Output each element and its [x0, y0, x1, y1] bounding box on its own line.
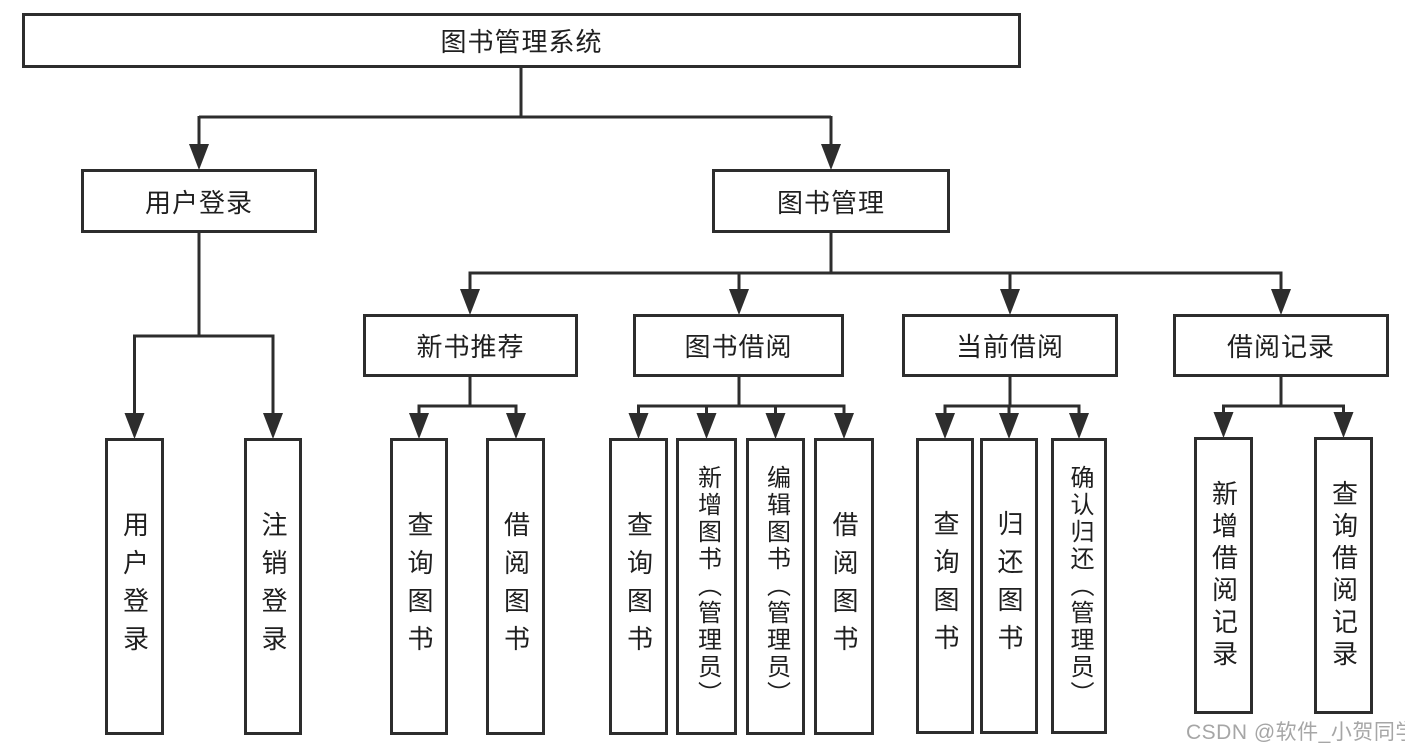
- leaf-label-confirm-return-admin: 确认归还（管理员）: [1066, 464, 1093, 708]
- leaf-label-add-books-admin: 新增图书（管理员）: [693, 465, 721, 708]
- leaf-label-edit-books-admin: 编辑图书（管理员）: [762, 465, 790, 708]
- leaf-add-borrow-record: 新增借阅记录: [1194, 437, 1253, 714]
- leaf-query-books-current: 查询图书: [916, 438, 974, 734]
- leaf-label-query-books-current: 查询图书: [930, 510, 960, 662]
- node-book-management: 图书管理: [712, 169, 950, 233]
- leaf-label-logout: 注销登录: [258, 510, 288, 663]
- node-label-book-management: 图书管理: [776, 187, 885, 218]
- leaf-borrow-books-recommend: 借阅图书: [486, 438, 545, 735]
- leaf-label-borrow-books-borrowing: 借阅图书: [829, 510, 859, 663]
- leaf-query-books-borrowing: 查询图书: [609, 438, 668, 735]
- node-label-borrowing-records: 借阅记录: [1226, 332, 1335, 362]
- node-label-book-borrowing: 图书借阅: [684, 332, 793, 362]
- node-borrowing-records: 借阅记录: [1173, 314, 1389, 377]
- leaf-edit-books-admin: 编辑图书（管理员）: [746, 438, 805, 735]
- leaf-confirm-return-admin: 确认归还（管理员）: [1051, 438, 1107, 734]
- node-library-management-system: 图书管理系统: [22, 13, 1021, 68]
- leaf-label-query-borrow-record: 查询借阅记录: [1328, 479, 1359, 672]
- leaf-label-return-books: 归还图书: [994, 510, 1024, 662]
- node-new-book-recommendation: 新书推荐: [363, 314, 578, 377]
- node-user-login: 用户登录: [81, 169, 317, 233]
- node-current-borrowing: 当前借阅: [902, 314, 1118, 377]
- leaf-label-add-borrow-record: 新增借阅记录: [1208, 479, 1239, 672]
- leaf-borrow-books-borrowing: 借阅图书: [814, 438, 874, 735]
- csdn-watermark: CSDN @软件_小贺同学: [1186, 721, 1405, 744]
- leaf-return-books: 归还图书: [980, 438, 1038, 734]
- leaf-query-books-recommend: 查询图书: [390, 438, 448, 735]
- leaf-label-query-books-recommend: 查询图书: [404, 510, 434, 663]
- leaf-label-borrow-books-recommend: 借阅图书: [500, 510, 531, 663]
- node-label-new-book-recommendation: 新书推荐: [416, 332, 525, 362]
- leaf-query-borrow-record: 查询借阅记录: [1314, 437, 1373, 714]
- node-label-root: 图书管理系统: [440, 27, 603, 57]
- leaf-user-login: 用户登录: [105, 438, 164, 735]
- node-book-borrowing: 图书借阅: [633, 314, 844, 377]
- leaf-add-books-admin: 新增图书（管理员）: [676, 438, 737, 735]
- leaf-label-query-books-borrowing: 查询图书: [623, 510, 654, 663]
- leaf-label-user-login: 用户登录: [119, 510, 150, 663]
- node-label-current-borrowing: 当前借阅: [955, 332, 1064, 362]
- node-label-user-login: 用户登录: [144, 187, 253, 218]
- arrowheads: [124, 144, 1354, 439]
- leaf-logout: 注销登录: [244, 438, 302, 735]
